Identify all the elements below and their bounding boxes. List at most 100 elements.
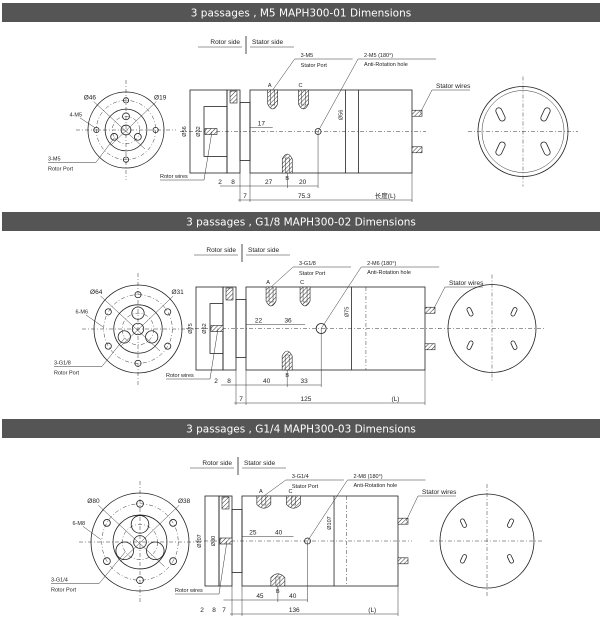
rotor-port-leader bbox=[101, 337, 125, 367]
flange-dia-leader bbox=[93, 101, 146, 150]
section-2: 3 passages , G1/8 MAPH300-02 DimensionsR… bbox=[2, 212, 600, 405]
port-thread bbox=[302, 286, 308, 303]
port-letter: A bbox=[268, 83, 272, 89]
dimension-label: 17 bbox=[258, 120, 266, 127]
port-thread bbox=[301, 89, 306, 106]
stator-body bbox=[241, 495, 399, 587]
port-letter: A bbox=[266, 280, 270, 286]
mount-spec-leader bbox=[82, 526, 101, 540]
dimension-label: 20 bbox=[299, 179, 307, 186]
anti-rotation-spec: 2-M8 (180°) bbox=[354, 474, 383, 480]
mount-hole-icon bbox=[152, 126, 159, 134]
rotor-port-spec: 3-M5 bbox=[48, 156, 61, 162]
stator-wire-connector-icon bbox=[397, 517, 409, 525]
shaft-diameter-label: Ø80 bbox=[211, 536, 217, 546]
stator-wires-label: Stator wires bbox=[422, 489, 457, 496]
rotor-port-leader bbox=[98, 551, 126, 584]
dimension-label: 7 bbox=[239, 396, 243, 403]
rotor-port-spec: 3-G1/8 bbox=[54, 360, 71, 366]
dimension-label: 40 bbox=[289, 593, 297, 600]
stator-wires-leader bbox=[419, 89, 433, 114]
section-header-bar bbox=[2, 3, 600, 22]
anti-rotation-leader bbox=[320, 266, 362, 329]
mount-hole-icon bbox=[122, 156, 130, 163]
wire-slot-icon bbox=[495, 141, 506, 156]
bore-dia-leader bbox=[110, 101, 157, 146]
stator-port-section bbox=[299, 286, 311, 307]
hub-outline bbox=[113, 304, 163, 354]
stator-port-spec: 3-G1/8 bbox=[299, 261, 316, 267]
dimension-label: 75.3 bbox=[298, 193, 311, 200]
rotor-side-label: Rotor side bbox=[206, 247, 236, 254]
stator-port-leader bbox=[272, 58, 295, 91]
dimension-label: 36 bbox=[284, 317, 292, 324]
bore-diameter-label: Ø38 bbox=[178, 498, 191, 505]
rotor-port-hole-icon bbox=[131, 306, 145, 320]
wire-slot-icon bbox=[466, 307, 474, 317]
dimension-label: 2 bbox=[200, 607, 204, 614]
wire-slot-icon bbox=[510, 340, 518, 350]
stator-port-section bbox=[256, 495, 272, 509]
dimension-label: 25 bbox=[249, 530, 257, 537]
stator-side-label: Stator side bbox=[244, 460, 275, 467]
mount-hole-icon bbox=[164, 308, 172, 316]
rotor-diameter-label: Ø107 bbox=[197, 534, 203, 547]
flange-dia-leader bbox=[100, 295, 161, 352]
flange-screw-icon bbox=[229, 90, 238, 104]
rotor-wires-leader bbox=[203, 131, 213, 181]
stator-wire-connector-icon bbox=[424, 306, 436, 314]
rotor-wires-leader bbox=[209, 328, 219, 380]
rotor-port-hole-icon bbox=[130, 515, 150, 534]
mount-hole-spec: 6-M6 bbox=[75, 310, 88, 316]
mount-hole-icon bbox=[104, 308, 112, 316]
flange-dia-leader bbox=[98, 505, 165, 567]
dimension-label: (L) bbox=[368, 607, 376, 614]
stator-port-leader bbox=[263, 479, 286, 497]
mount-hole-icon bbox=[134, 359, 142, 367]
section-3: 3 passages , G1/4 MAPH300-03 DimensionsR… bbox=[2, 419, 600, 616]
wire-slot-icon bbox=[466, 340, 474, 350]
dimension-label: 2 bbox=[218, 179, 222, 186]
stator-wires-leader bbox=[432, 286, 446, 311]
dimension-label: 22 bbox=[255, 317, 263, 324]
mount-hole-icon bbox=[122, 97, 130, 104]
rotor-port-hole-icon bbox=[145, 330, 159, 344]
section-title: 3 passages , G1/4 MAPH300-03 Dimensions bbox=[186, 424, 416, 436]
stator-body bbox=[245, 286, 426, 371]
mount-hole-icon bbox=[104, 342, 112, 350]
body-diameter-label: Ø56 bbox=[339, 110, 345, 120]
flange-diameter-label: Ø64 bbox=[90, 289, 103, 296]
port-circle bbox=[112, 116, 140, 144]
center-bore bbox=[120, 124, 132, 136]
port-letter: A bbox=[259, 489, 263, 495]
rotor-port-spec: 3-G1/4 bbox=[51, 578, 68, 584]
dimension-label: 长度(L) bbox=[375, 191, 396, 200]
stator-side-label: Stator side bbox=[252, 39, 283, 46]
bore-diameter-label: Ø31 bbox=[171, 289, 184, 296]
stator-port-section bbox=[265, 286, 277, 307]
rotor-port-label: Rotor Port bbox=[51, 588, 77, 594]
section-header-bar bbox=[2, 419, 600, 438]
dimension-label: 40 bbox=[263, 378, 271, 385]
mount-hole-icon bbox=[136, 576, 144, 585]
flange-diameter-label: Ø46 bbox=[84, 95, 97, 102]
anti-rotation-label: Anti-Rotation hole bbox=[354, 483, 398, 489]
dimension-label: (L) bbox=[391, 396, 399, 403]
stator-port-spec: 3-G1/4 bbox=[292, 474, 309, 480]
stator-port-label: Stator Port bbox=[301, 63, 328, 69]
stator-wire-connector-icon bbox=[397, 557, 409, 565]
rotor-wires-label: Rotor wires bbox=[175, 588, 203, 594]
flange-outline bbox=[90, 492, 190, 592]
rotor-port-hole-icon bbox=[115, 541, 134, 561]
dimension-label: 7 bbox=[222, 607, 226, 614]
wire-slot-icon bbox=[507, 518, 514, 528]
rotor-wire-connector-icon bbox=[210, 325, 224, 332]
section-title: 3 passages , G1/8 MAPH300-02 Dimensions bbox=[186, 217, 416, 229]
port-circle bbox=[121, 312, 155, 346]
anti-rotation-label: Anti-Rotation hole bbox=[364, 62, 408, 68]
mount-hole-icon bbox=[169, 519, 177, 527]
dimension-label: 40 bbox=[275, 530, 283, 537]
mount-hole-icon bbox=[93, 126, 100, 134]
section-1: 3 passages , M5 MAPH300-01 DimensionsRot… bbox=[2, 3, 600, 202]
